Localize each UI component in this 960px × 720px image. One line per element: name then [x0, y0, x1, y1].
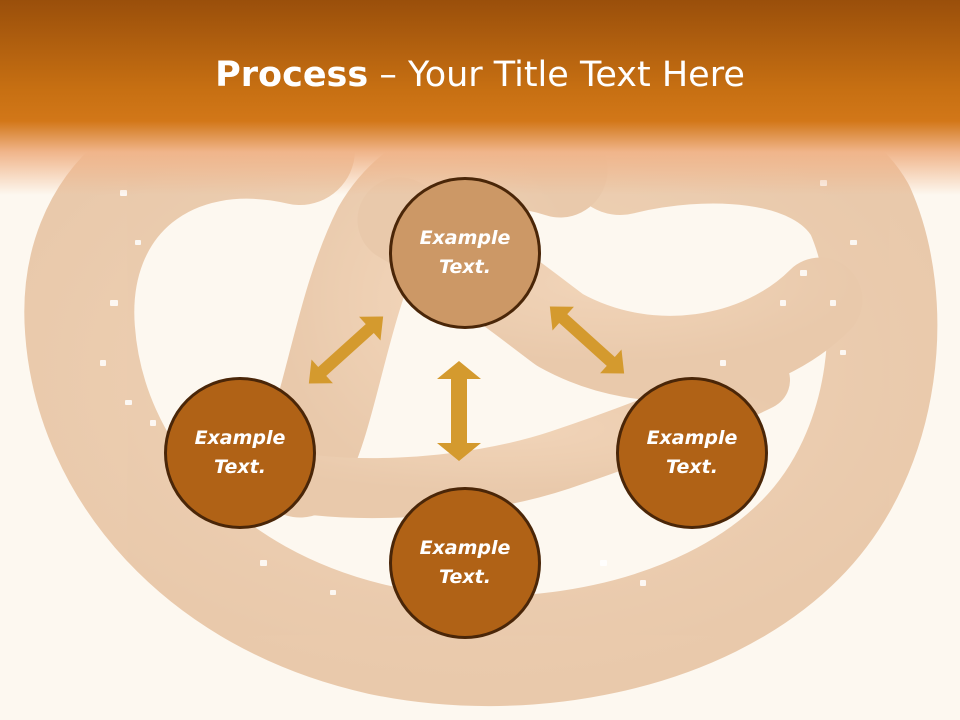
arrow-center-vertical — [437, 361, 481, 461]
node-right: Example Text. — [616, 377, 768, 529]
slide-title: Process – Your Title Text Here — [0, 52, 960, 98]
arrow-top-right — [549, 306, 625, 374]
node-bottom-label: Example Text. — [419, 537, 511, 588]
node-top-label: Example Text. — [419, 227, 511, 278]
header-band — [0, 0, 960, 195]
arrow-top-left — [308, 316, 384, 384]
node-right-label: Example Text. — [646, 427, 738, 478]
node-left-label: Example Text. — [194, 427, 286, 478]
title-bold: Process — [215, 55, 369, 95]
node-left: Example Text. — [164, 377, 316, 529]
node-bottom: Example Text. — [389, 487, 541, 639]
node-top: Example Text. — [389, 177, 541, 329]
title-rest: – Your Title Text Here — [368, 55, 745, 95]
